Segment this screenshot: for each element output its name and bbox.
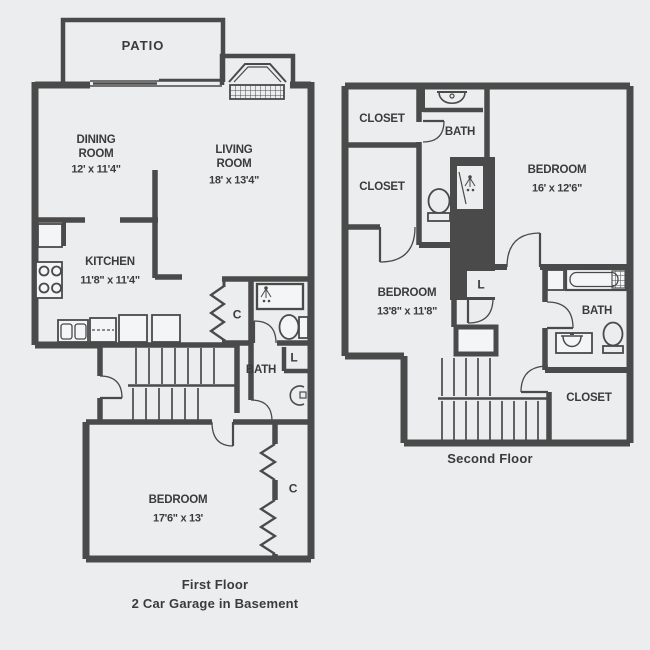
- room-label-kitchen: KITCHEN: [85, 255, 135, 268]
- room-dims-living: 18' x 13'4": [209, 174, 259, 187]
- room-label-bedroom-left: BEDROOM: [377, 286, 437, 299]
- closet-label-c: C: [232, 307, 242, 322]
- room-label-closet-mid: CLOSET: [359, 180, 405, 193]
- kitchen-sink-icon: [57, 319, 89, 343]
- room-label-living: LIVING ROOM: [215, 143, 253, 170]
- door-arc: [99, 320, 277, 447]
- second-floor-plan: [341, 82, 634, 447]
- patio-outline: [60, 17, 226, 82]
- caption-garage: 2 Car Garage in Basement: [131, 596, 299, 612]
- hall-closet-box: [453, 324, 499, 357]
- closet-zigzag-door: [258, 443, 278, 555]
- refrigerator-icon: [37, 223, 63, 248]
- closet-zigzag-door: [208, 281, 227, 343]
- room-label-bath-ff: BATH: [245, 363, 277, 376]
- closet-label-c: C: [288, 481, 298, 496]
- door-arc: [378, 119, 574, 394]
- toilet-icon: [278, 314, 309, 340]
- first-floor-plan: [31, 17, 315, 563]
- dishwasher-icon: [89, 317, 117, 343]
- toilet-icon: [427, 188, 451, 222]
- room-label-bath-top: BATH: [444, 125, 476, 138]
- hearth-icon: [229, 84, 285, 100]
- sink-icon: [555, 332, 593, 354]
- caption-second-floor: Second Floor: [447, 451, 533, 467]
- room-dims-bedroom-left: 13'8" x 11'8": [376, 305, 438, 318]
- sink-icon: [437, 91, 467, 105]
- sink-icon: [289, 385, 307, 406]
- toilet-icon: [602, 321, 624, 354]
- room-label-bedroom-ff: BEDROOM: [148, 493, 208, 506]
- fireplace-icon: [219, 53, 296, 100]
- stairs-first-floor: [128, 348, 237, 420]
- shower-stall: [457, 166, 483, 209]
- counter-cabinet-icon: [118, 314, 148, 343]
- room-label-bedroom-right: BEDROOM: [527, 163, 587, 176]
- stove-icon: [35, 261, 63, 299]
- room-label-patio: PATIO: [121, 38, 165, 54]
- counter-cabinet-icon: [151, 314, 181, 343]
- room-dims-bedroom-ff: 17'6" x 13': [153, 512, 203, 525]
- room-label-closet-top: CLOSET: [359, 112, 405, 125]
- wall-block: [450, 157, 495, 300]
- room-dims-dining: 12' x 11'4": [71, 163, 121, 176]
- sliding-door-icon: [90, 78, 222, 87]
- linen-label-l: L: [477, 277, 485, 292]
- second-floor-interior-walls: [345, 86, 630, 443]
- stairs-second-floor: [438, 358, 548, 440]
- shower-icon: [255, 282, 305, 311]
- linen-closet: [467, 271, 495, 297]
- room-label-dining: DINING ROOM: [76, 133, 116, 160]
- shower-icon: [458, 171, 476, 205]
- room-label-closet-bottom: CLOSET: [566, 391, 612, 404]
- room-dims-kitchen: 11'8" x 11'4": [80, 274, 140, 287]
- room-dims-bedroom-right: 16' x 12'6": [532, 182, 582, 195]
- first-floor-interior-walls: [35, 170, 311, 559]
- linen-label-l: L: [290, 350, 298, 365]
- room-label-bath-right: BATH: [581, 304, 613, 317]
- caption-first-floor: First Floor: [181, 577, 249, 593]
- bathtub-icon: [546, 267, 628, 292]
